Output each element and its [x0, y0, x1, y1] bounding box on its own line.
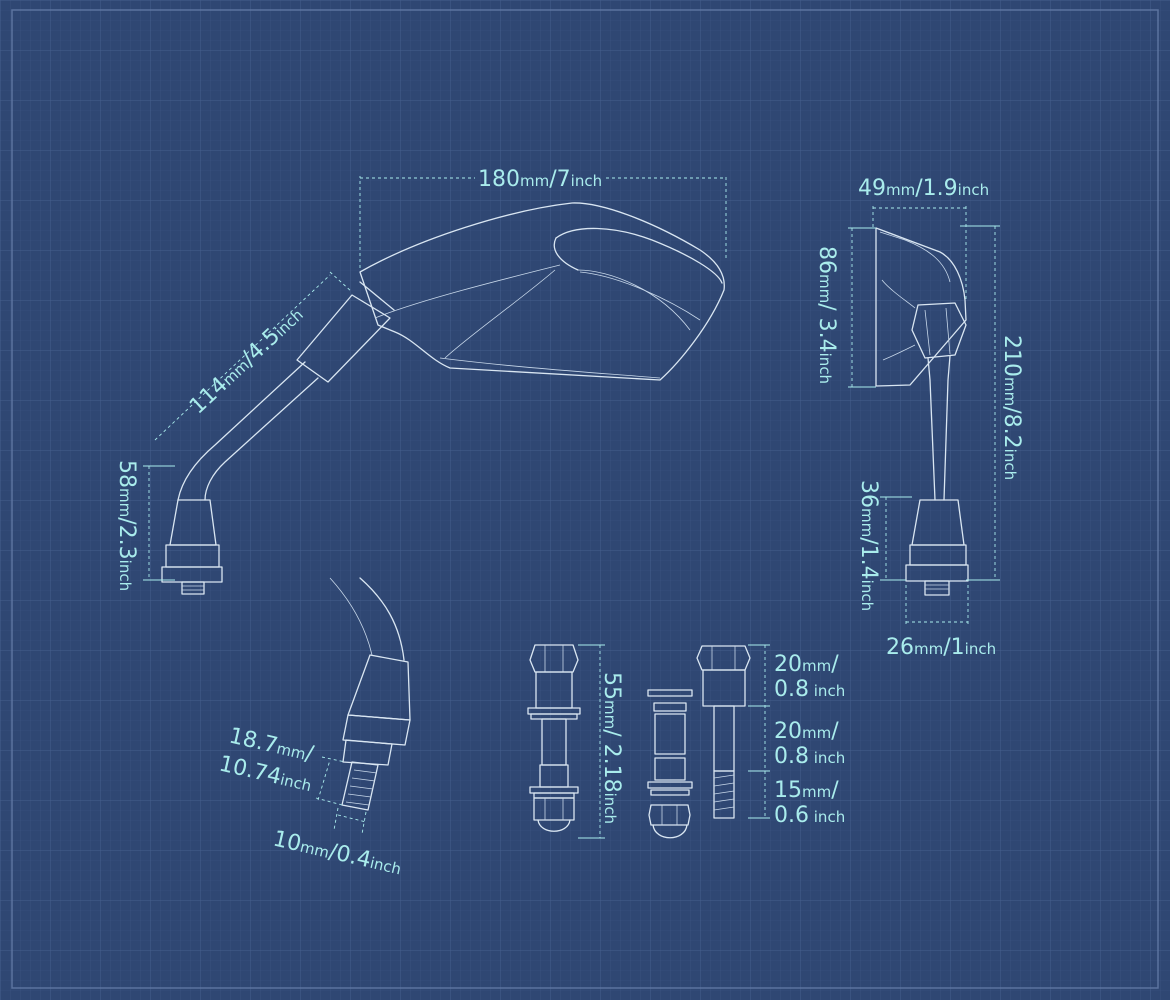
adapter-bolt-assembled — [527, 644, 581, 832]
hardware-dimension-lines — [578, 644, 770, 839]
front-view-dimension-lines — [143, 176, 727, 581]
dim-bolt-head-line1: 20mm/ — [774, 652, 839, 677]
dim-bolt-thread-line2: 0.6 inch — [774, 803, 845, 828]
dim-bolt-shank-line2: 0.8 inch — [774, 744, 845, 769]
dim-side-height: 86mm/ 3.4inch — [814, 246, 839, 384]
detail-dimension-lines — [315, 756, 367, 835]
dim-mirror-width: 180mm/7inch — [478, 167, 602, 192]
frame-border — [11, 9, 1159, 989]
front-view-mirror — [161, 202, 725, 595]
side-view-dimension-lines — [848, 206, 1000, 625]
adapter-parts-exploded — [647, 689, 693, 839]
dim-base-height: 58mm/2.3inch — [114, 460, 139, 591]
dim-bolt-head-line2: 0.8 inch — [774, 677, 845, 702]
detail-base-closeup — [329, 577, 411, 811]
dim-bolt-shank-line1: 20mm/ — [774, 719, 839, 744]
side-view-mirror — [875, 227, 969, 596]
dim-adapter-length: 55mm/ 2.18inch — [599, 672, 624, 824]
dim-base-width: 26mm/1inch — [886, 635, 996, 660]
bolt-part — [696, 645, 751, 819]
dim-total-height: 210mm/8.2inch — [999, 335, 1024, 480]
dim-side-base-height: 36mm/1.4inch — [856, 480, 881, 611]
dim-bolt-thread-line1: 15mm/ — [774, 778, 839, 803]
dim-side-depth: 49mm/1.9inch — [858, 176, 989, 201]
